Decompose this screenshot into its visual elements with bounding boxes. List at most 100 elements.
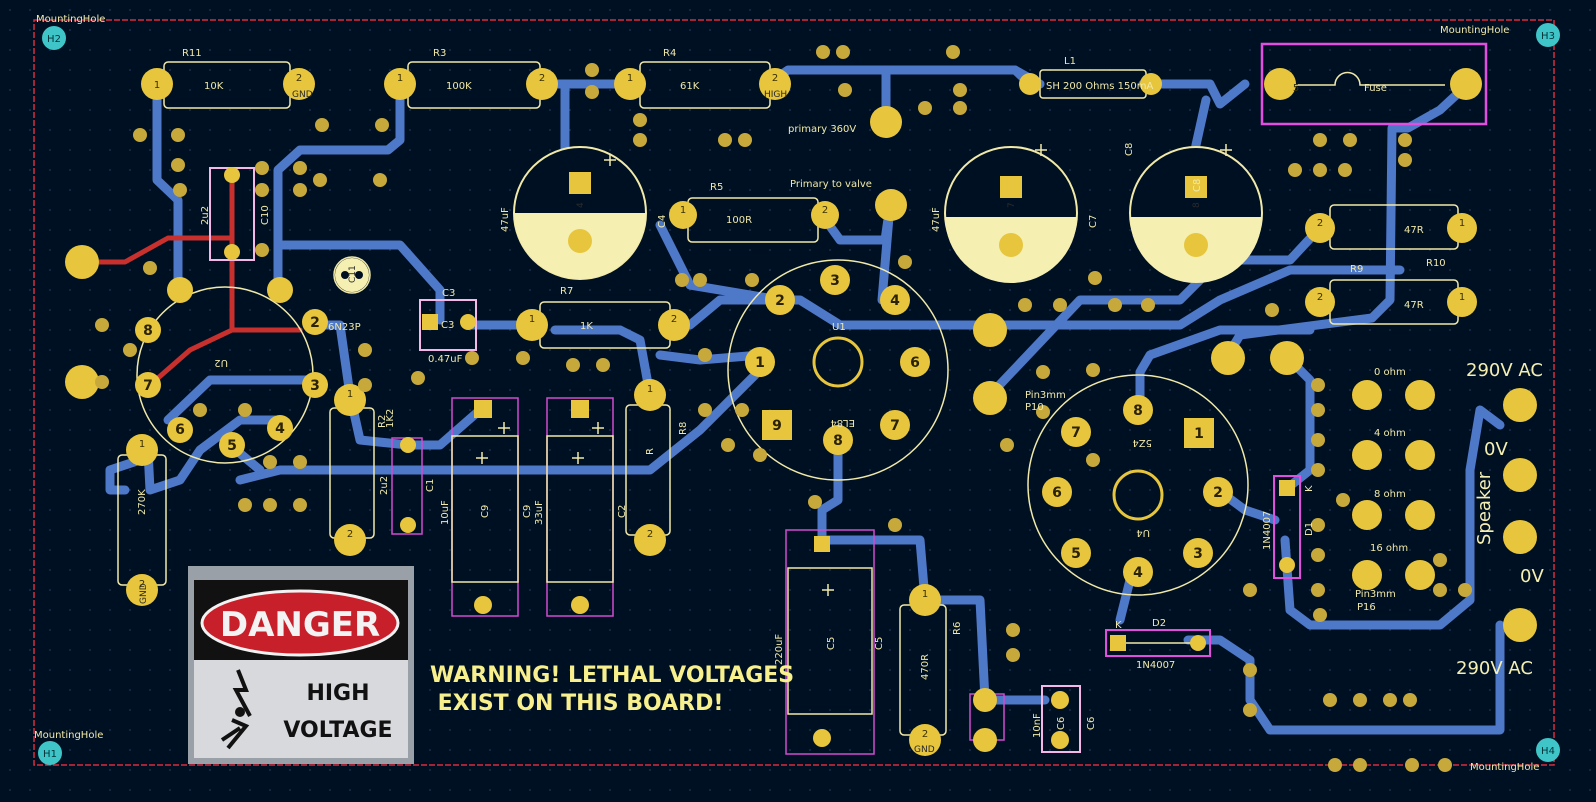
- ref-c7: C7: [1088, 215, 1099, 228]
- pads: [65, 68, 1537, 756]
- mounting-hole-h2[interactable]: [42, 26, 66, 50]
- pin-r4: HIGH: [764, 90, 787, 100]
- value-u1: EL84: [830, 417, 855, 428]
- drill-holes: [95, 45, 1472, 772]
- mounting-label-h2: MountingHole: [36, 14, 105, 25]
- danger-line-1: HIGH: [306, 681, 369, 706]
- danger-sign: DANGER HIGH VOLTAGE: [188, 566, 414, 764]
- value-c2: 33uF: [534, 500, 545, 525]
- ref-r9: R9: [1350, 264, 1363, 275]
- svg-text:4: 4: [890, 293, 900, 309]
- mounting-label-h3: MountingHole: [1440, 25, 1509, 36]
- value-r6: 470R: [920, 654, 931, 680]
- svg-text:2: 2: [671, 314, 677, 325]
- mounting-hole-h3[interactable]: [1536, 23, 1560, 47]
- svg-text:2: 2: [347, 529, 353, 540]
- value-u2: 6N23P: [328, 322, 361, 333]
- svg-text:5: 5: [227, 438, 237, 454]
- pin-r11: GND: [292, 90, 313, 100]
- danger-title: DANGER: [220, 605, 380, 645]
- svg-text:2: 2: [1213, 485, 1223, 501]
- mounting-hole-h4[interactable]: [1536, 738, 1560, 762]
- pin-d1: K: [1304, 485, 1315, 492]
- valve-pin-numbers: 87 65 43 2 23 41 69 78 87 16 25 34: [143, 273, 1223, 581]
- value-c8: C8: [1192, 179, 1203, 192]
- svg-text:2: 2: [772, 73, 778, 84]
- ref-r4: R4: [663, 48, 676, 59]
- label-speaker: Speaker: [1474, 471, 1495, 545]
- svg-text:8: 8: [833, 433, 843, 449]
- ref-r6: R6: [952, 622, 963, 635]
- svg-text:2: 2: [922, 729, 928, 740]
- svg-text:3: 3: [1193, 546, 1203, 562]
- value-r11: 10K: [204, 81, 224, 92]
- ref-r7: R7: [560, 286, 573, 297]
- svg-text:5: 5: [1293, 83, 1299, 94]
- ref-d1: D1: [1304, 522, 1315, 536]
- pin-c8: 8: [1192, 202, 1202, 208]
- svg-text:8: 8: [143, 323, 153, 339]
- value-d2: 1N4007: [1136, 660, 1175, 671]
- label-primary-360: primary 360V: [788, 124, 856, 135]
- ref-c8: C8: [1124, 143, 1135, 156]
- svg-text:2: 2: [1317, 218, 1323, 229]
- value-u4: 5Z4: [1132, 437, 1152, 448]
- ref-c3: C3: [442, 288, 455, 299]
- value-fuse: Fuse: [1364, 83, 1387, 94]
- svg-text:8: 8: [1133, 403, 1143, 419]
- ref-c9-outer: C9: [522, 505, 533, 518]
- svg-text:1: 1: [647, 384, 653, 395]
- warning-line-2: EXIST ON THIS BOARD!: [430, 691, 723, 716]
- svg-text:1: 1: [627, 73, 633, 84]
- svg-text:5: 5: [1071, 546, 1081, 562]
- svg-text:1: 1: [1194, 426, 1204, 442]
- value-c1: 2u2: [379, 476, 390, 495]
- ref-r11: R11: [182, 48, 202, 59]
- label-290v-ac-top: 290V AC: [1466, 360, 1543, 381]
- ref-c11: C11: [348, 265, 358, 283]
- svg-text:2: 2: [822, 205, 828, 216]
- pin-d2: K: [1115, 620, 1122, 631]
- polarity-marks: [476, 144, 1232, 596]
- ref-c2: C2: [617, 505, 628, 518]
- value-r1: 270K: [137, 489, 148, 515]
- svg-text:1: 1: [529, 314, 535, 325]
- svg-text:1: 1: [680, 205, 686, 216]
- ref-c5-body: C5: [826, 637, 837, 650]
- value-p16: Pin3mm: [1355, 589, 1396, 600]
- label-16-ohm: 16 ohm: [1370, 543, 1408, 554]
- value-r9: 47R: [1404, 225, 1424, 236]
- svg-text:1: 1: [1459, 218, 1465, 229]
- mounting-holes: H2 MountingHole H3 MountingHole H1 Mount…: [34, 14, 1560, 773]
- ref-c6-body: C6: [1056, 717, 1067, 730]
- label-8-ohm: 8 ohm: [1374, 489, 1406, 500]
- ref-c5: C5: [874, 637, 885, 650]
- svg-text:2: 2: [539, 73, 545, 84]
- ref-u2: U2: [214, 357, 228, 368]
- silkscreen-labels: R11 10K GND R3 100K R4 61K HIGH L1 SH 20…: [137, 48, 1544, 755]
- svg-text:4: 4: [1133, 565, 1143, 581]
- mounting-ref-h1: H1: [43, 749, 57, 760]
- mounting-ref-h4: H4: [1541, 746, 1555, 757]
- warning-line-1: WARNING! LETHAL VOLTAGES: [430, 663, 794, 688]
- svg-text:7: 7: [1071, 425, 1081, 441]
- svg-text:1: 1: [397, 73, 403, 84]
- label-290v-ac-bottom: 290V AC: [1456, 658, 1533, 679]
- svg-text:1: 1: [139, 439, 145, 450]
- svg-text:9: 9: [772, 418, 782, 434]
- svg-text:6: 6: [175, 422, 185, 438]
- mounting-ref-h3: H3: [1541, 31, 1555, 42]
- ref-c3-body: C3: [441, 320, 454, 331]
- value-r7: 1K: [580, 321, 593, 332]
- svg-text:2: 2: [296, 73, 302, 84]
- component-c11: [335, 258, 369, 292]
- label-primary-valve: Primary to valve: [790, 179, 872, 190]
- label-0v-top: 0V: [1484, 439, 1508, 460]
- svg-text:6: 6: [1052, 485, 1062, 501]
- mounting-hole-h1[interactable]: [38, 741, 62, 765]
- value-c3: 0.47uF: [428, 354, 463, 365]
- pin-r1: GND: [139, 583, 149, 604]
- danger-line-2: VOLTAGE: [283, 718, 392, 743]
- svg-text:2: 2: [647, 529, 653, 540]
